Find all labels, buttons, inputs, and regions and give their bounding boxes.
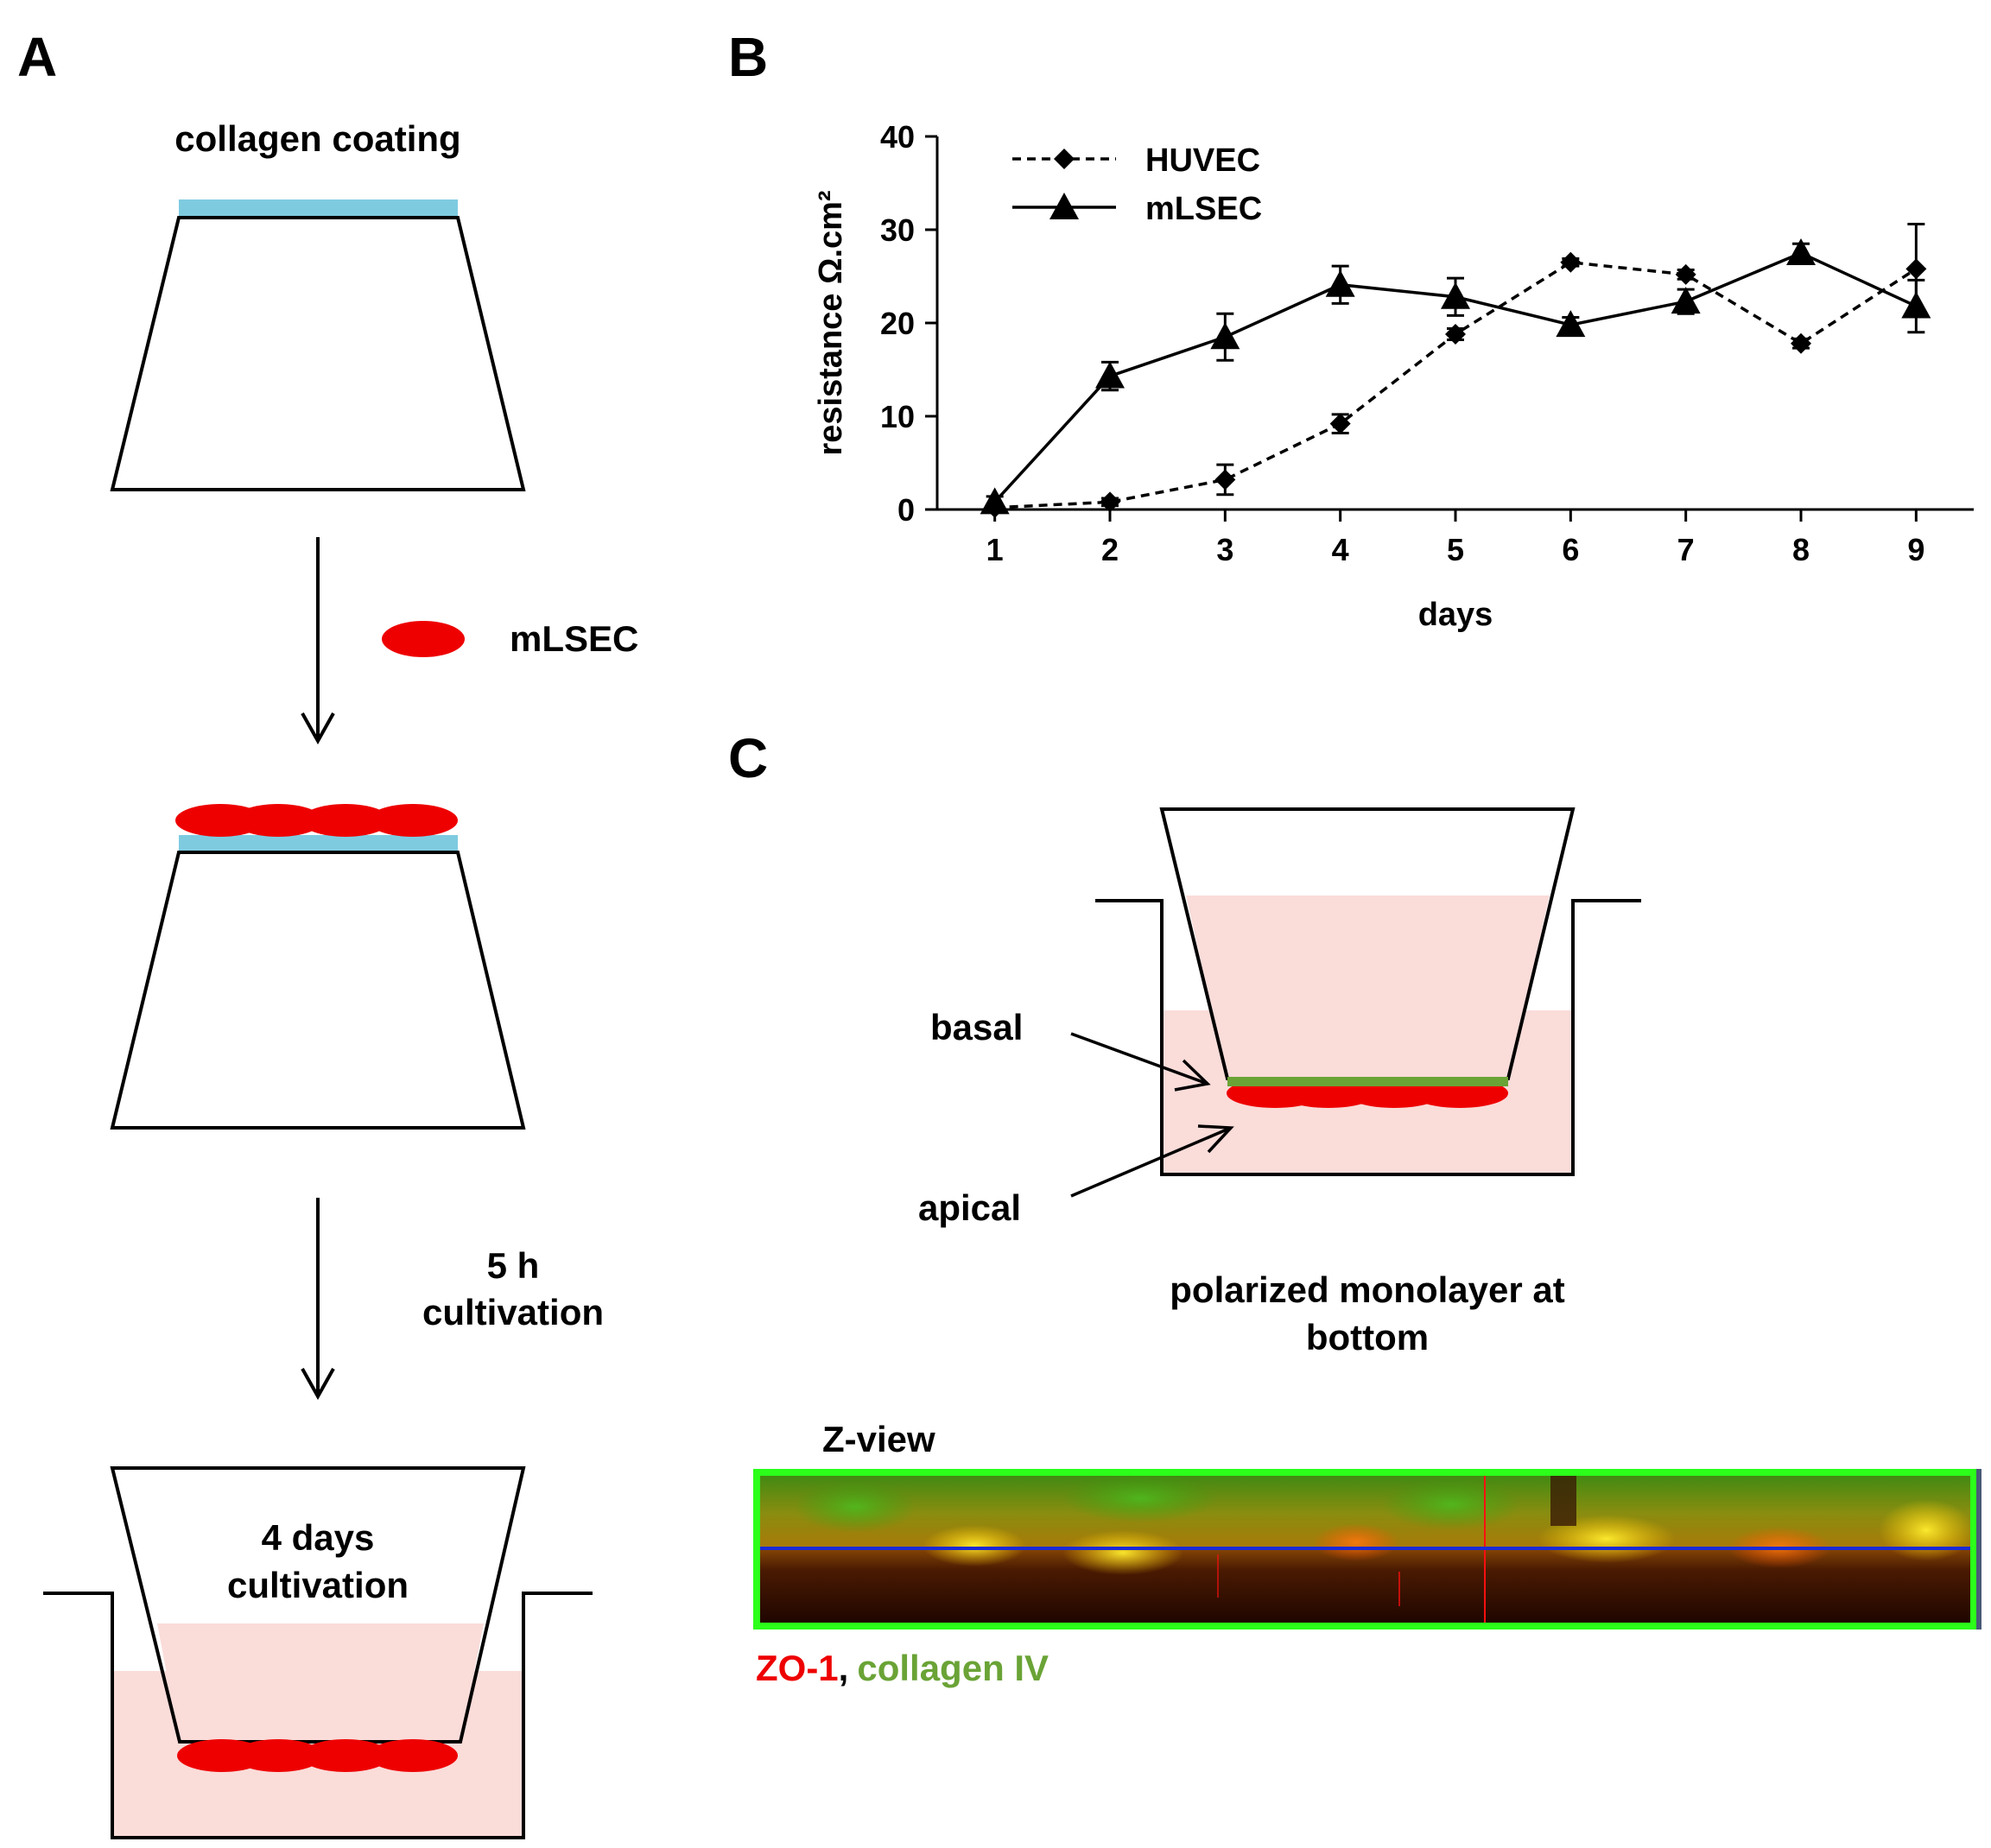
panel-c: C basal apical polarized monolayer at bo… (728, 727, 1981, 1688)
data-point-mlsec (1095, 361, 1125, 389)
panel-b-letter: B (728, 26, 768, 88)
x-tick-label: 9 (1907, 532, 1924, 567)
stain-legend: ZO-1,collagen IV (756, 1648, 1049, 1688)
cell-monolayer (175, 804, 458, 837)
cultivation-label: cultivation (422, 1292, 604, 1332)
collagen-layer (179, 199, 458, 216)
basal-label: basal (930, 1007, 1023, 1047)
y-tick-label: 10 (880, 399, 915, 434)
legend-label-huvec: HUVEC (1145, 142, 1260, 179)
zview-border (753, 1469, 1977, 1630)
series-mlsec (980, 238, 1931, 515)
data-point-huvec (1445, 323, 1466, 345)
x-tick-label: 6 (1562, 532, 1579, 567)
data-point-huvec (1214, 469, 1236, 490)
insert-well-1 (110, 216, 526, 491)
stain-zo1-label: ZO-1 (756, 1648, 839, 1688)
data-point-mlsec (1325, 269, 1355, 297)
insert-well-3 (110, 1466, 526, 1744)
x-tick-label: 5 (1447, 532, 1464, 567)
caption-line-2: bottom (1306, 1317, 1429, 1358)
x-tick-label: 3 (1216, 532, 1233, 567)
legend-marker-mlsec (1049, 193, 1079, 219)
data-point-mlsec (980, 487, 1010, 515)
four-days-label: 4 days (262, 1517, 375, 1558)
zview-label: Z-view (822, 1419, 935, 1459)
x-tick-label: 1 (986, 532, 1004, 567)
stain-collagen-iv-label: collagen IV (857, 1648, 1049, 1688)
y-tick-label: 20 (880, 306, 915, 341)
data-point-huvec (1560, 251, 1582, 273)
data-point-mlsec (1210, 322, 1240, 350)
data-point-mlsec (1556, 310, 1586, 338)
x-tick-label: 2 (1101, 532, 1119, 567)
y-axis-title: resistance Ω.cm² (813, 190, 849, 455)
five-hours-label: 5 h (487, 1245, 540, 1286)
outer-well (1095, 899, 1641, 1176)
data-point-mlsec (1786, 238, 1816, 265)
collagen-coating-label: collagen coating (174, 118, 460, 159)
zview-image (753, 1469, 1981, 1630)
data-point-huvec (1329, 413, 1351, 434)
resistance-chart: 0 10 20 30 40 1 2 3 4 5 6 7 8 9 days resistance Ω.cm² HU… (813, 119, 1974, 633)
arrow-down-icon (301, 537, 335, 745)
data-point-huvec (1791, 332, 1811, 354)
cultivation-label: cultivation (227, 1565, 409, 1605)
data-point-huvec (1905, 258, 1927, 280)
basal-arrow-icon (1070, 1032, 1211, 1092)
inner-medium (1186, 896, 1550, 1079)
data-point-mlsec (1441, 282, 1470, 309)
x-axis-title: days (1418, 597, 1493, 633)
legend-label-mlsec: mLSEC (1145, 191, 1262, 227)
panel-c-letter: C (728, 727, 768, 789)
collagen-layer (179, 835, 458, 851)
chart-legend: HUVEC mLSEC (1012, 142, 1262, 227)
mlsec-label: mLSEC (510, 618, 638, 659)
y-tick-label: 30 (880, 212, 915, 248)
data-point-mlsec (1671, 287, 1701, 314)
collagen-iv-layer (1227, 1077, 1508, 1086)
y-tick-label: 40 (880, 119, 915, 155)
arrow-down-icon (301, 1198, 335, 1401)
data-point-huvec (1100, 491, 1120, 513)
panel-a: A collagen coating mLSEC 5 h cultivation (17, 26, 638, 1839)
inner-medium (157, 1623, 484, 1742)
panel-b: B 0 10 20 30 40 1 2 3 4 5 6 7 8 9 days resistance Ω.cm²… (728, 26, 1974, 633)
outer-well (43, 1592, 593, 1839)
apical-arrow-icon (1070, 1124, 1234, 1198)
insert-well-2 (110, 851, 526, 1130)
caption-line-1: polarized monolayer at (1170, 1269, 1564, 1310)
x-tick-label: 4 (1332, 532, 1349, 567)
data-point-mlsec (1901, 291, 1931, 319)
y-tick-label: 0 (897, 492, 915, 528)
apical-label: apical (918, 1187, 1021, 1228)
legend-marker-huvec (1054, 149, 1075, 169)
x-tick-label: 8 (1792, 532, 1810, 567)
panel-a-letter: A (17, 26, 57, 88)
data-point-huvec (1675, 263, 1696, 285)
stain-separator: , (839, 1648, 849, 1688)
x-tick-label: 7 (1677, 532, 1695, 567)
cell-monolayer (177, 1739, 458, 1772)
cell-legend-icon (382, 621, 465, 657)
